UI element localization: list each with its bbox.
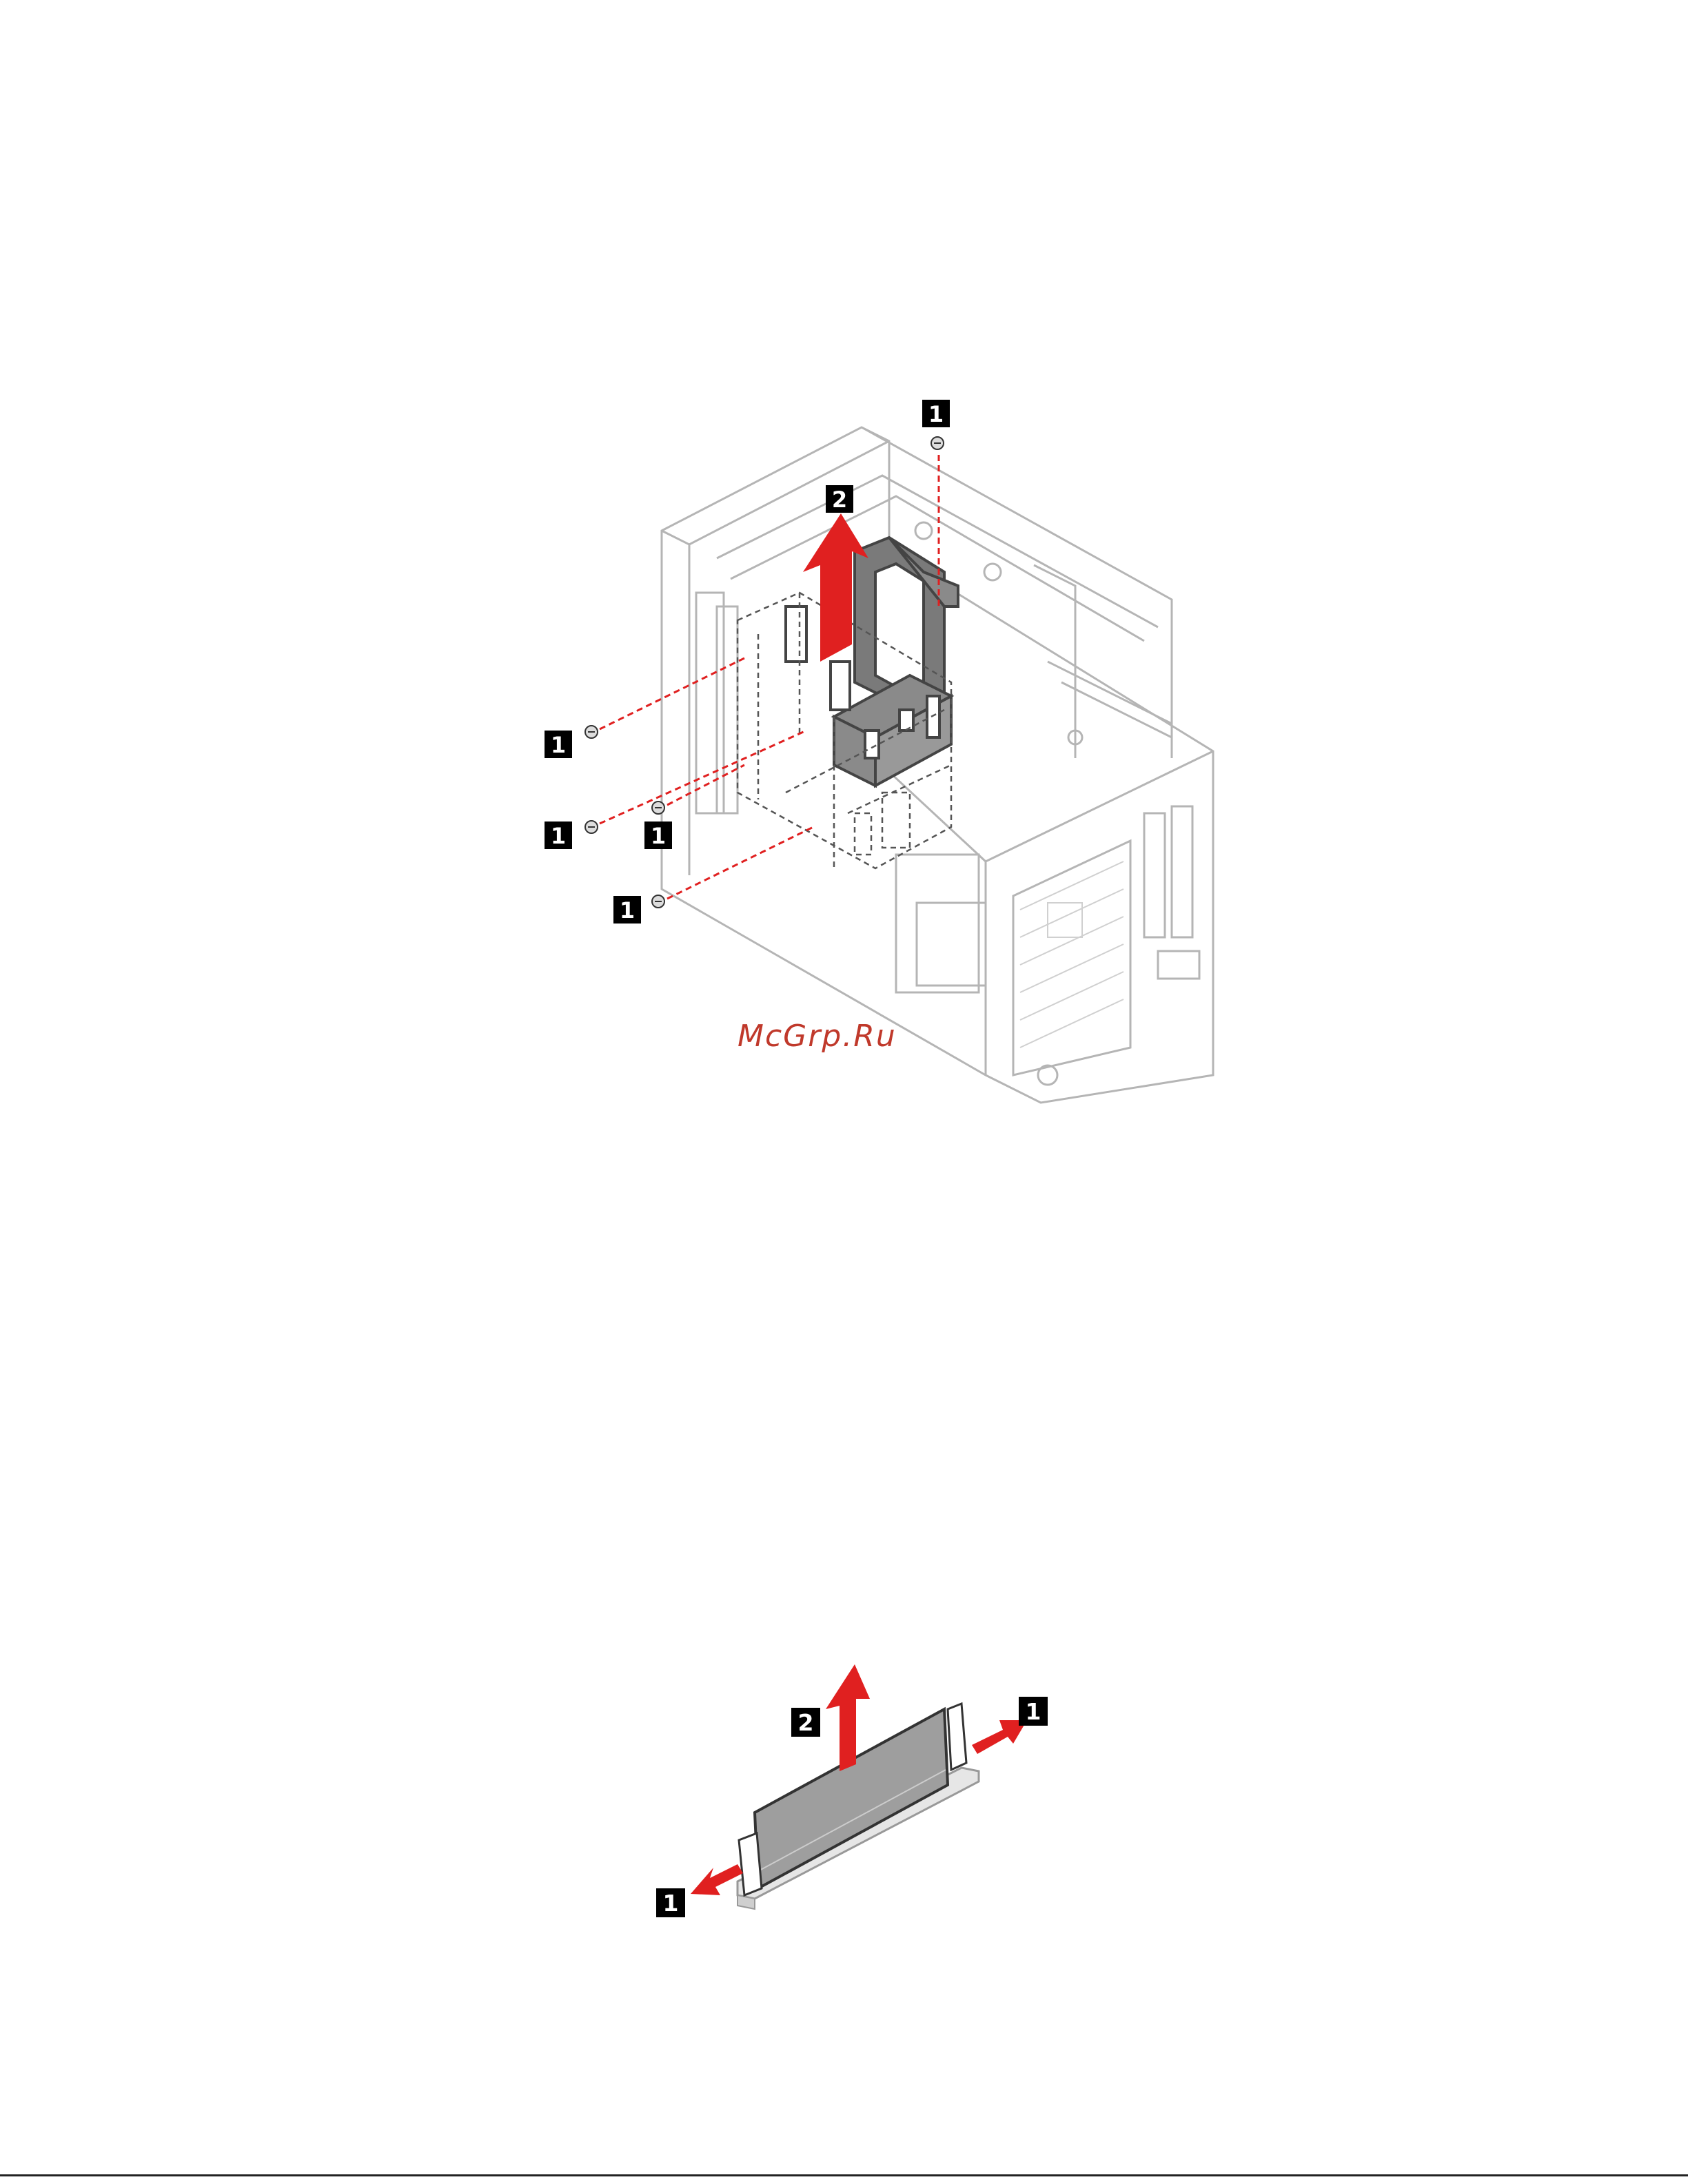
callout-1-bottom: 1 [613,896,641,923]
chassis-illustration: 1 2 1 1 1 1 [0,0,1688,1172]
screw-icon [652,895,664,908]
svg-text:1: 1 [663,1890,679,1917]
svg-text:1: 1 [620,897,635,923]
latch-right [948,1704,966,1770]
svg-text:1: 1 [651,823,666,849]
svg-text:1: 1 [928,401,944,427]
watermark: McGrp.Ru [738,1019,944,1060]
figure-memory-module-removal: 2 1 1 [0,1585,1688,1999]
footer-rule [0,2174,1688,2176]
svg-text:1: 1 [1026,1698,1041,1725]
callout-1-top: 1 [922,400,950,427]
callout-1-memory-left: 1 [656,1888,685,1917]
memory-illustration: 2 1 1 [0,1585,1688,1999]
svg-text:1: 1 [551,732,566,758]
screw-icon [931,437,944,449]
psu-mesh [1020,861,1123,1048]
callout-2: 2 [826,485,853,513]
figure-chassis-bracket-removal: 1 2 1 1 1 1 McGrp.Ru [0,0,1688,1172]
svg-text:2: 2 [832,487,847,513]
callout-1-left-top: 1 [545,731,572,758]
callout-1-memory-right: 1 [1019,1697,1048,1726]
callout-2-memory: 2 [791,1708,820,1737]
callout-1-left-mid: 1 [545,821,572,849]
svg-text:1: 1 [551,823,566,849]
svg-text:2: 2 [798,1709,814,1736]
callout-1-center: 1 [644,821,672,849]
screw-icon [585,821,598,833]
screw-icon [585,726,598,738]
arrow-left [691,1864,743,1895]
screw-icon [652,802,664,814]
